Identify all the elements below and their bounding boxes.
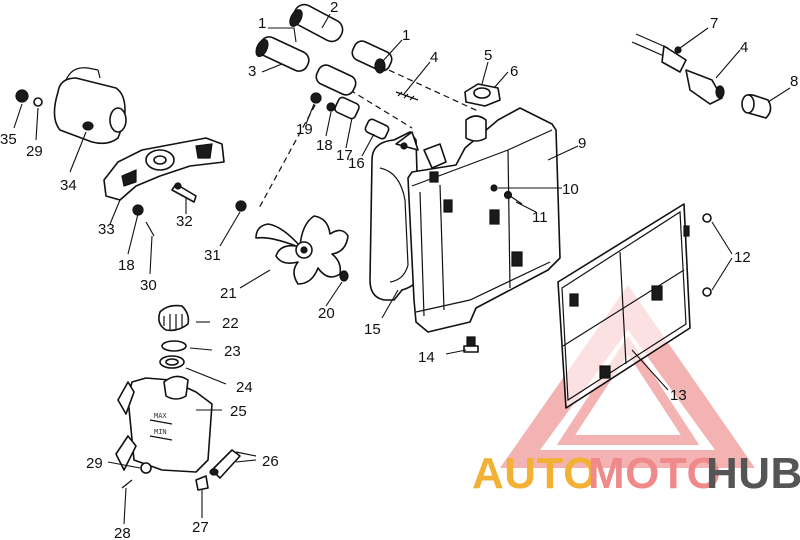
seal-24-inner: [165, 358, 179, 366]
washer-29-top: [33, 97, 43, 107]
callout-4a: 4: [430, 49, 438, 66]
washer-18-top: [326, 102, 336, 112]
radiator-screen: [557, 203, 691, 409]
callout-25: 25: [230, 403, 247, 420]
bolt-11: [503, 190, 523, 205]
callout-22: 22: [222, 315, 239, 332]
drain-plug-4: [395, 91, 419, 101]
callout-11: 11: [532, 209, 548, 226]
upper-hose-2: [289, 3, 344, 43]
callout-9: 9: [578, 135, 586, 152]
callout-17: 17: [336, 147, 353, 164]
watermark-auto: AUTO: [472, 449, 598, 498]
temp-sensor-assembly: [631, 33, 725, 105]
overflow-hose-26: [209, 449, 257, 479]
callout-31: 31: [204, 247, 221, 264]
fan-motor: [53, 67, 127, 145]
callout-19: 19: [296, 121, 313, 138]
grommet-14: [463, 336, 479, 353]
callout-18b: 18: [118, 257, 135, 274]
leader-lines: [13, 13, 791, 525]
hose-clamp-1: [351, 40, 393, 74]
gasket-23: [161, 340, 187, 352]
callout-8: 8: [790, 73, 798, 90]
bolt-32: [171, 182, 197, 203]
callout-10: 10: [562, 181, 579, 198]
watermark-moto: MOTO: [588, 449, 721, 498]
tank-max-mark: MAX: [154, 412, 167, 420]
tank-cap-22: [158, 304, 190, 332]
nut-31: [235, 200, 247, 212]
upper-hose-3: [255, 36, 310, 72]
nut-12-top: [702, 213, 712, 223]
tank-min-mark: MIN: [154, 428, 167, 436]
nut-19: [310, 92, 322, 104]
callout-35: 35: [0, 131, 17, 148]
nut-12-bottom: [702, 287, 712, 297]
watermark-hub: HUB: [706, 449, 800, 498]
screw-28: [121, 479, 133, 489]
callout-32: 32: [176, 213, 193, 230]
callout-14: 14: [418, 349, 435, 366]
callout-18a: 18: [316, 137, 333, 154]
coolant-tank: [115, 375, 213, 473]
thermostat-housing-16: [315, 64, 390, 140]
radiator: [407, 107, 561, 333]
callout-23: 23: [224, 343, 241, 360]
callout-30: 30: [140, 277, 157, 294]
callout-13: 13: [670, 387, 687, 404]
callout-16: 16: [348, 155, 365, 172]
callout-24: 24: [236, 379, 253, 396]
fan-blade: [255, 215, 349, 285]
callout-12: 12: [734, 249, 751, 266]
washer-29-bottom: [140, 462, 152, 474]
radiator-cap: [464, 83, 501, 107]
callout-29b: 29: [86, 455, 103, 472]
callout-21: 21: [220, 285, 237, 302]
callout-29a: 29: [26, 143, 43, 160]
callout-5: 5: [484, 47, 492, 64]
fan-bracket: [103, 137, 225, 201]
washer-10: [490, 184, 498, 192]
callout-34: 34: [60, 177, 77, 194]
callout-6: 6: [510, 63, 518, 80]
callout-7: 7: [710, 15, 718, 32]
callout-26: 26: [262, 453, 279, 470]
callout-33: 33: [98, 221, 115, 238]
nut-35: [15, 89, 29, 103]
callout-3: 3: [248, 63, 256, 80]
callout-27: 27: [192, 519, 209, 536]
nut-20: [339, 270, 349, 282]
screw-30: [145, 221, 155, 237]
clamp-27: [195, 475, 209, 491]
callout-1a: 1: [258, 15, 266, 32]
washer-18-left: [132, 204, 144, 216]
callout-2: 2: [330, 0, 338, 16]
watermark-logo: AUTO MOTO HUB: [472, 449, 800, 498]
callout-28: 28: [114, 525, 131, 540]
callout-15: 15: [364, 321, 381, 338]
callout-4b: 4: [740, 39, 748, 56]
callout-1b: 1: [402, 27, 410, 44]
callout-20: 20: [318, 305, 335, 322]
sensor-cap-8: [741, 94, 772, 119]
